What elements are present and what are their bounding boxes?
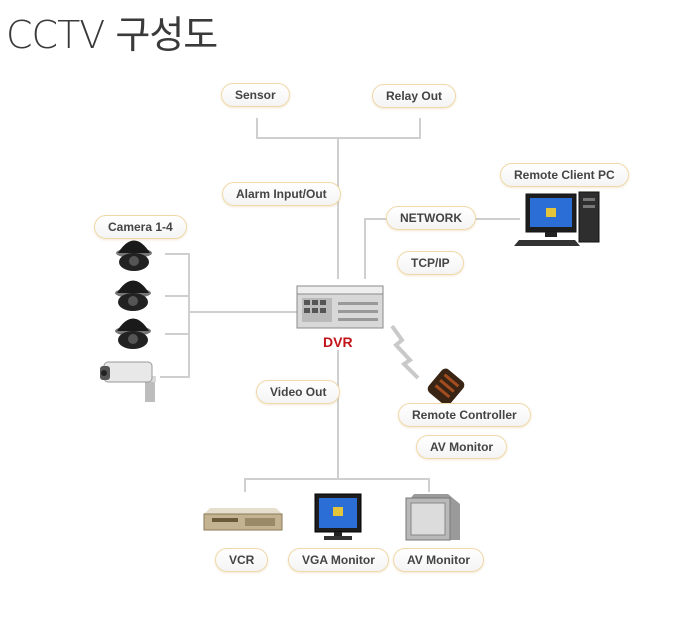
tcpip-label: TCP/IP bbox=[397, 251, 464, 275]
connector-camera-branch-1 bbox=[165, 253, 190, 255]
bullet-camera-icon bbox=[100, 361, 156, 402]
connector-camera-branch-3 bbox=[165, 333, 190, 335]
sensor-label: Sensor bbox=[221, 83, 290, 107]
connector-alarm-vertical bbox=[337, 139, 339, 279]
dvr-icon bbox=[296, 285, 384, 329]
connector-sensor-relay bbox=[256, 118, 421, 121]
connector-bottom-horizontal bbox=[244, 478, 430, 480]
dvr-label: DVR bbox=[323, 334, 353, 350]
av-monitor-bottom-label: AV Monitor bbox=[393, 548, 485, 572]
av-monitor-side-label: AV Monitor bbox=[416, 435, 508, 459]
page-title: CCTV 구성도 bbox=[6, 13, 218, 57]
vcr-icon bbox=[203, 508, 283, 531]
wireless-signal-icon bbox=[390, 324, 420, 380]
network-label: NETWORK bbox=[386, 206, 476, 230]
connector-top-horizontal bbox=[256, 137, 421, 139]
connector-sensor-drop bbox=[256, 118, 258, 139]
connector-camera-to-dvr bbox=[188, 311, 298, 313]
connector-camera-branch-4 bbox=[160, 376, 190, 378]
alarm-input-out-label: Alarm Input/Out bbox=[222, 182, 341, 206]
connector-network-horizontal bbox=[364, 218, 388, 220]
remote-controller-label: Remote Controller bbox=[398, 403, 531, 427]
remote-client-pc-label: Remote Client PC bbox=[500, 163, 629, 187]
connector-network-to-pc bbox=[472, 218, 520, 220]
vcr-label: VCR bbox=[215, 548, 269, 572]
remote-control-icon bbox=[427, 368, 465, 406]
connector-av-drop bbox=[428, 478, 430, 492]
relay-out-label: Relay Out bbox=[372, 84, 457, 108]
connector-camera-trunk bbox=[188, 253, 190, 378]
vga-monitor-label: VGA Monitor bbox=[288, 548, 389, 572]
connector-camera-branch-2 bbox=[165, 295, 190, 297]
connector-relay-drop bbox=[419, 118, 421, 139]
camera-label: Camera 1-4 bbox=[94, 215, 187, 239]
connector-vcr-drop bbox=[244, 478, 246, 492]
av-monitor-icon bbox=[405, 494, 460, 541]
dome-camera-icon bbox=[115, 280, 151, 311]
dome-camera-icon bbox=[116, 240, 152, 271]
vga-monitor-icon bbox=[314, 493, 362, 540]
connector-video-vertical bbox=[337, 350, 339, 480]
pc-icon bbox=[514, 191, 600, 246]
dome-camera-icon bbox=[115, 318, 151, 349]
connector-network-vertical bbox=[364, 218, 366, 279]
video-out-label: Video Out bbox=[256, 380, 341, 404]
